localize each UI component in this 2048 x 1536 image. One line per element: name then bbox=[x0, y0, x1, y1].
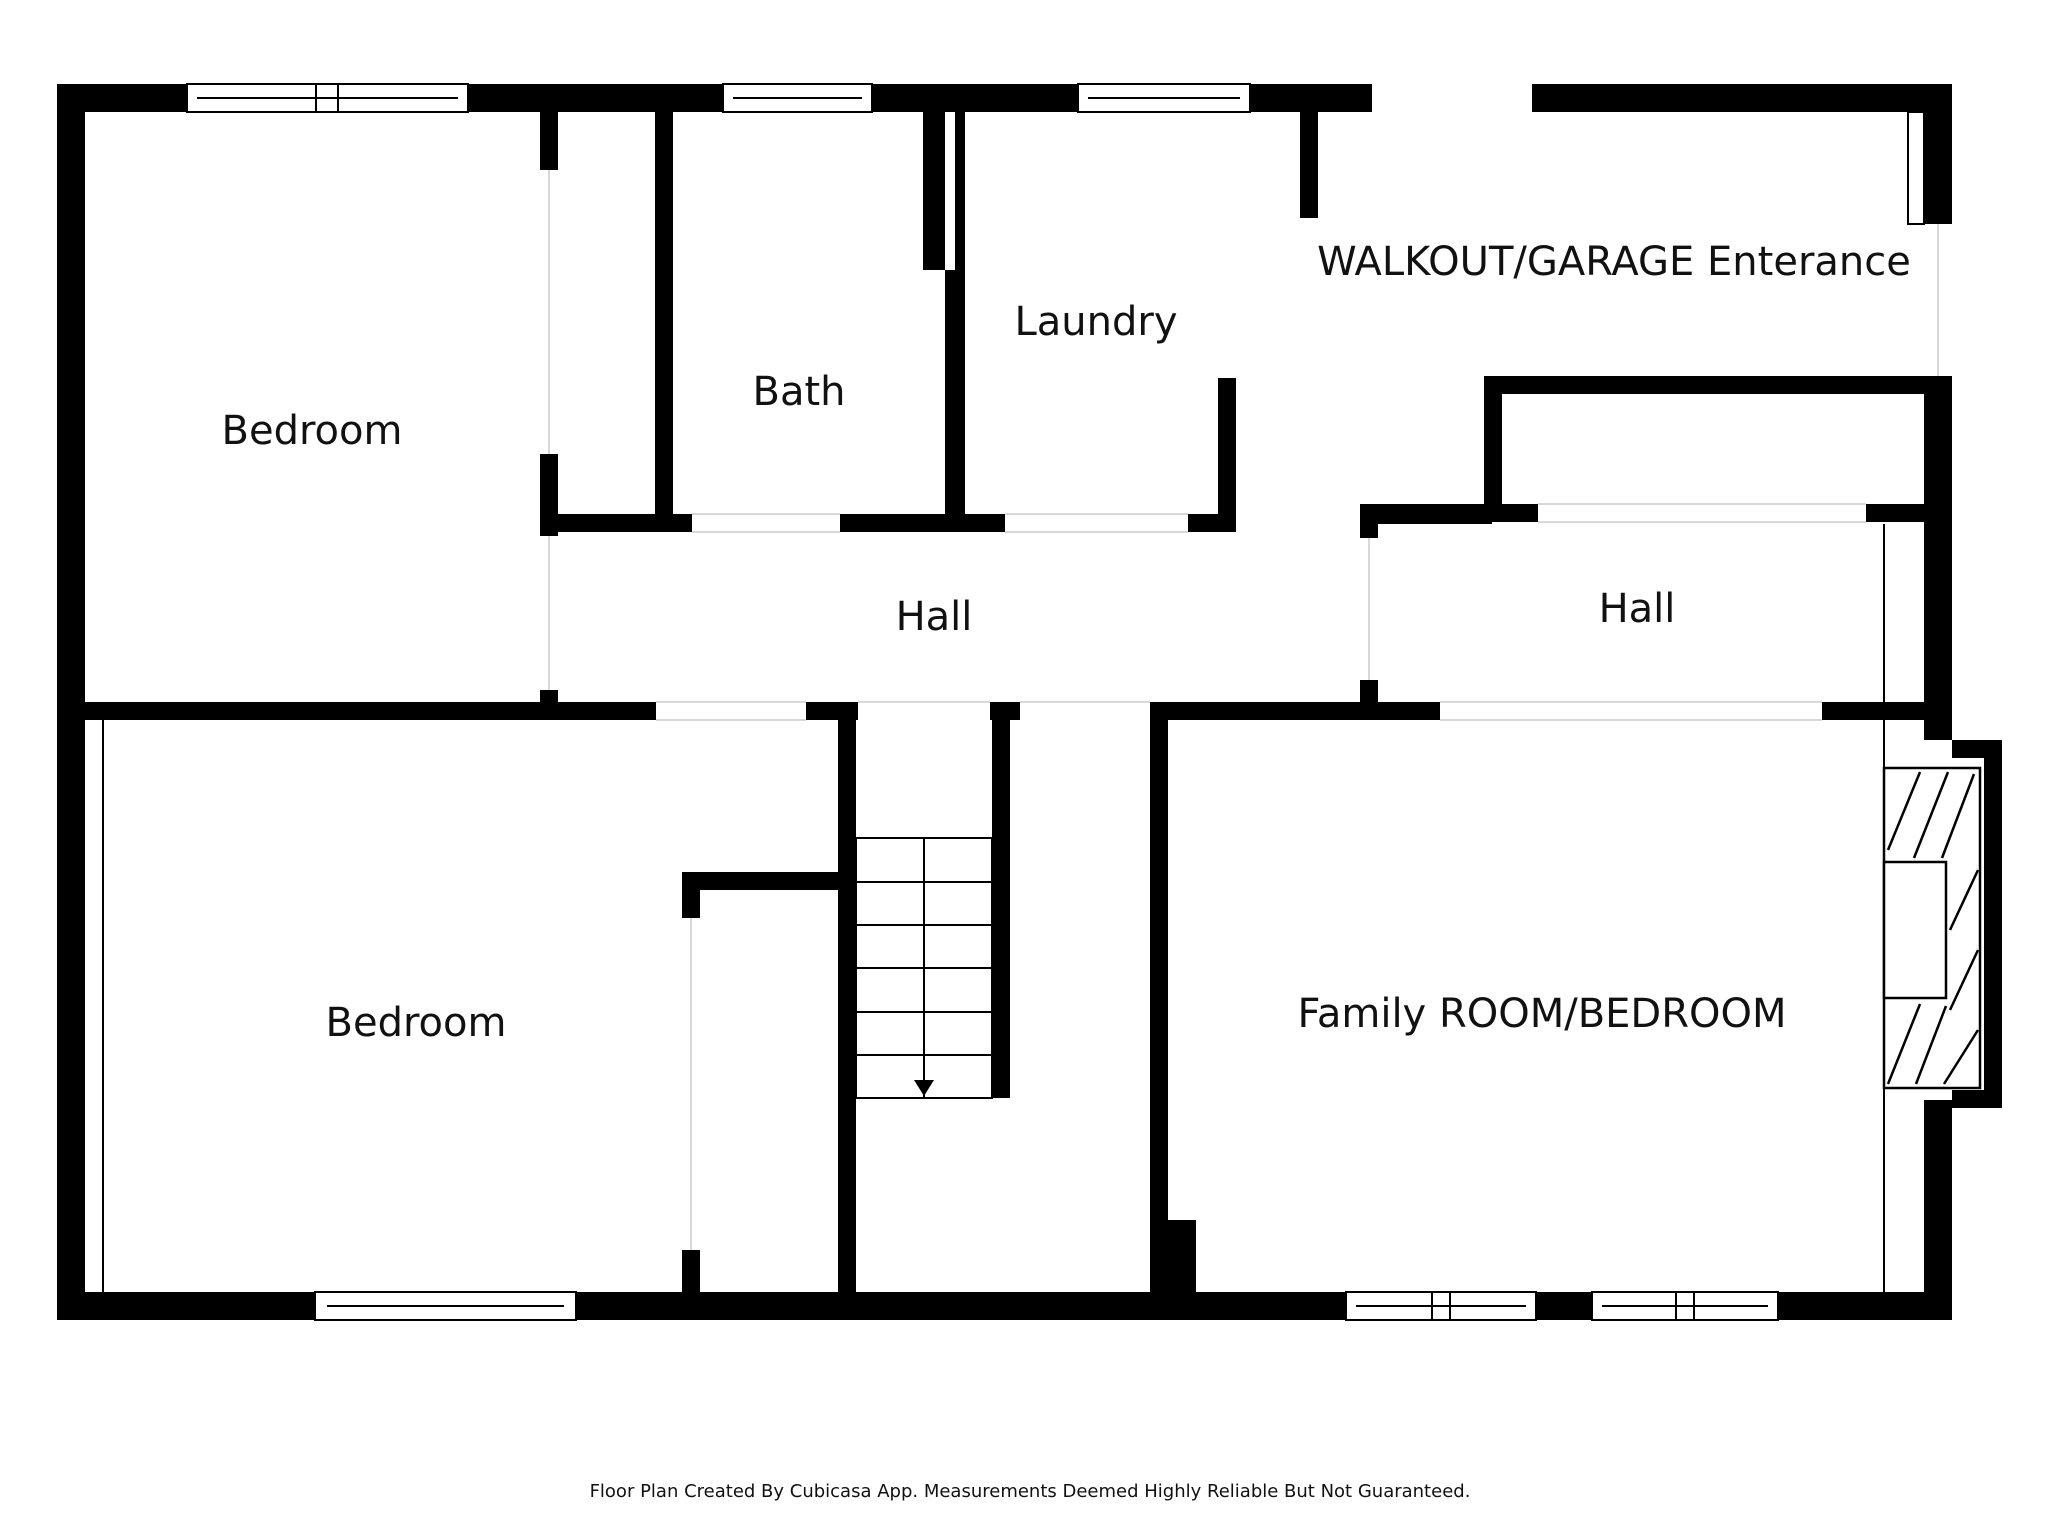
room-label-bedroom-upper: Bedroom bbox=[222, 408, 403, 454]
room-label-walkout-garage: WALKOUT/GARAGE Enterance bbox=[1317, 239, 1911, 285]
room-label-hall-right: Hall bbox=[1599, 586, 1676, 632]
room-label-bedroom-lower: Bedroom bbox=[326, 1000, 507, 1046]
stair-direction-arrow-icon bbox=[914, 1080, 934, 1096]
staircase bbox=[855, 837, 993, 1099]
room-label-bath: Bath bbox=[753, 369, 846, 415]
room-label-laundry: Laundry bbox=[1014, 299, 1177, 345]
door-openings bbox=[548, 170, 1939, 1250]
room-label-hall-center: Hall bbox=[896, 594, 973, 640]
exterior-walls bbox=[57, 84, 2002, 1320]
fireplace bbox=[1882, 766, 1982, 1090]
footer-disclaimer: Floor Plan Created By Cubicasa App. Meas… bbox=[590, 1481, 1471, 1502]
room-label-family-room: Family ROOM/BEDROOM bbox=[1298, 991, 1787, 1037]
interior-walls bbox=[85, 112, 1924, 1320]
windows bbox=[102, 83, 1925, 1321]
